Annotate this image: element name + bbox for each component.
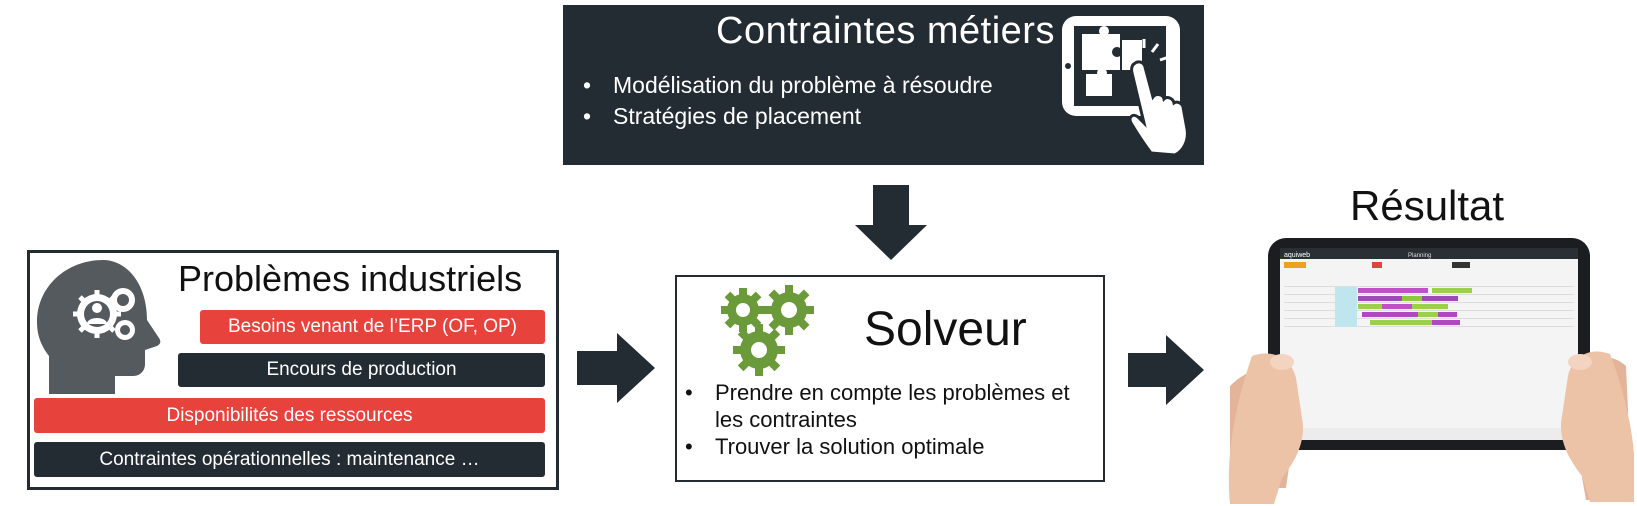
industrial-problems-title: Problèmes industriels: [178, 258, 523, 299]
business-constraints-title: Contraintes métiers: [716, 10, 1055, 52]
solver-bullet: • Prendre en compte les problèmes et les …: [685, 379, 1095, 433]
bullet-dot: •: [583, 72, 592, 98]
operational-constraints-label: Contraintes opérationnelles : maintenanc…: [34, 442, 545, 477]
bullet-text: Modélisation du problème à résoudre: [613, 72, 993, 98]
right-arrow: [577, 333, 655, 403]
work-in-progress-label: Encours de production: [178, 353, 545, 387]
bullet-text: Trouver la solution optimale: [715, 434, 985, 459]
green-gears-icon: [721, 285, 814, 376]
bullet-dot: •: [685, 434, 693, 459]
bullet-dot: •: [685, 380, 693, 405]
right-arrow: [1128, 335, 1204, 405]
result-title: Résultat: [1350, 182, 1505, 229]
bullet-text: Prendre en compte les problèmes et les c…: [715, 380, 1070, 432]
tablet-puzzle-touch-icon: [1062, 16, 1189, 157]
solver-title: Solveur: [864, 303, 1027, 356]
bullet-text: Stratégies de placement: [613, 103, 862, 129]
solver-bullet: • Trouver la solution optimale: [685, 433, 1095, 460]
bullet-dot: •: [583, 103, 592, 129]
erp-needs-label: Besoins venant de l’ERP (OF, OP): [200, 310, 545, 344]
business-constraints-bullet: • Stratégies de placement: [583, 103, 861, 130]
tablet-in-hands-image: aquiweb Planning: [1228, 238, 1634, 504]
head-gears-icon: [37, 260, 161, 394]
resource-availability-label: Disponibilités des ressources: [34, 398, 545, 433]
app-header-title: Planning: [1408, 253, 1431, 259]
app-logo: aquiweb: [1284, 252, 1310, 259]
down-arrow: [855, 185, 927, 260]
business-constraints-bullet: • Modélisation du problème à résoudre: [583, 72, 993, 99]
